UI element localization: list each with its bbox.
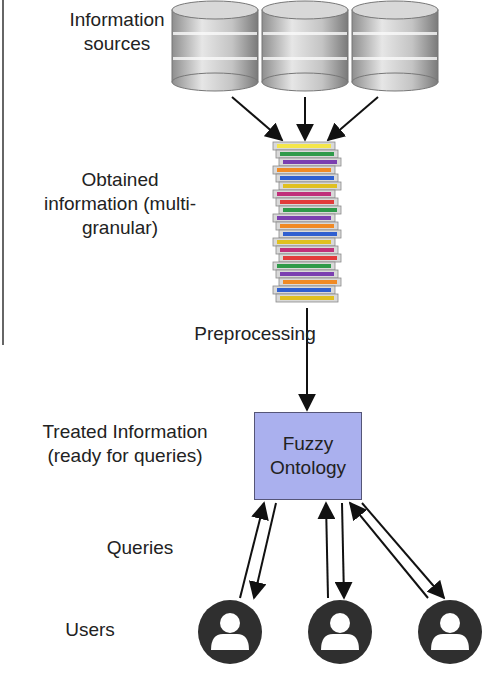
caption-label: Queries xyxy=(90,536,190,560)
flow-arrows xyxy=(232,97,444,598)
caption-label: Obtained information (multi-granular) xyxy=(43,168,198,240)
caption-label: Users xyxy=(50,618,130,642)
ontology-box: Fuzzy Ontology xyxy=(254,412,362,500)
node-label: Fuzzy Ontology xyxy=(262,432,354,480)
caption-label: Information sources xyxy=(50,8,185,56)
document-stack xyxy=(273,142,341,302)
side-rule xyxy=(2,0,4,345)
database-icon xyxy=(262,1,348,91)
caption-label: Preprocessing xyxy=(175,322,335,346)
user-icon xyxy=(198,600,262,664)
caption-label: Treated Information (ready for queries) xyxy=(40,420,210,468)
user-icon xyxy=(418,600,482,664)
database-icon xyxy=(352,1,438,91)
user-icon xyxy=(308,600,372,664)
database-icon xyxy=(172,1,258,91)
